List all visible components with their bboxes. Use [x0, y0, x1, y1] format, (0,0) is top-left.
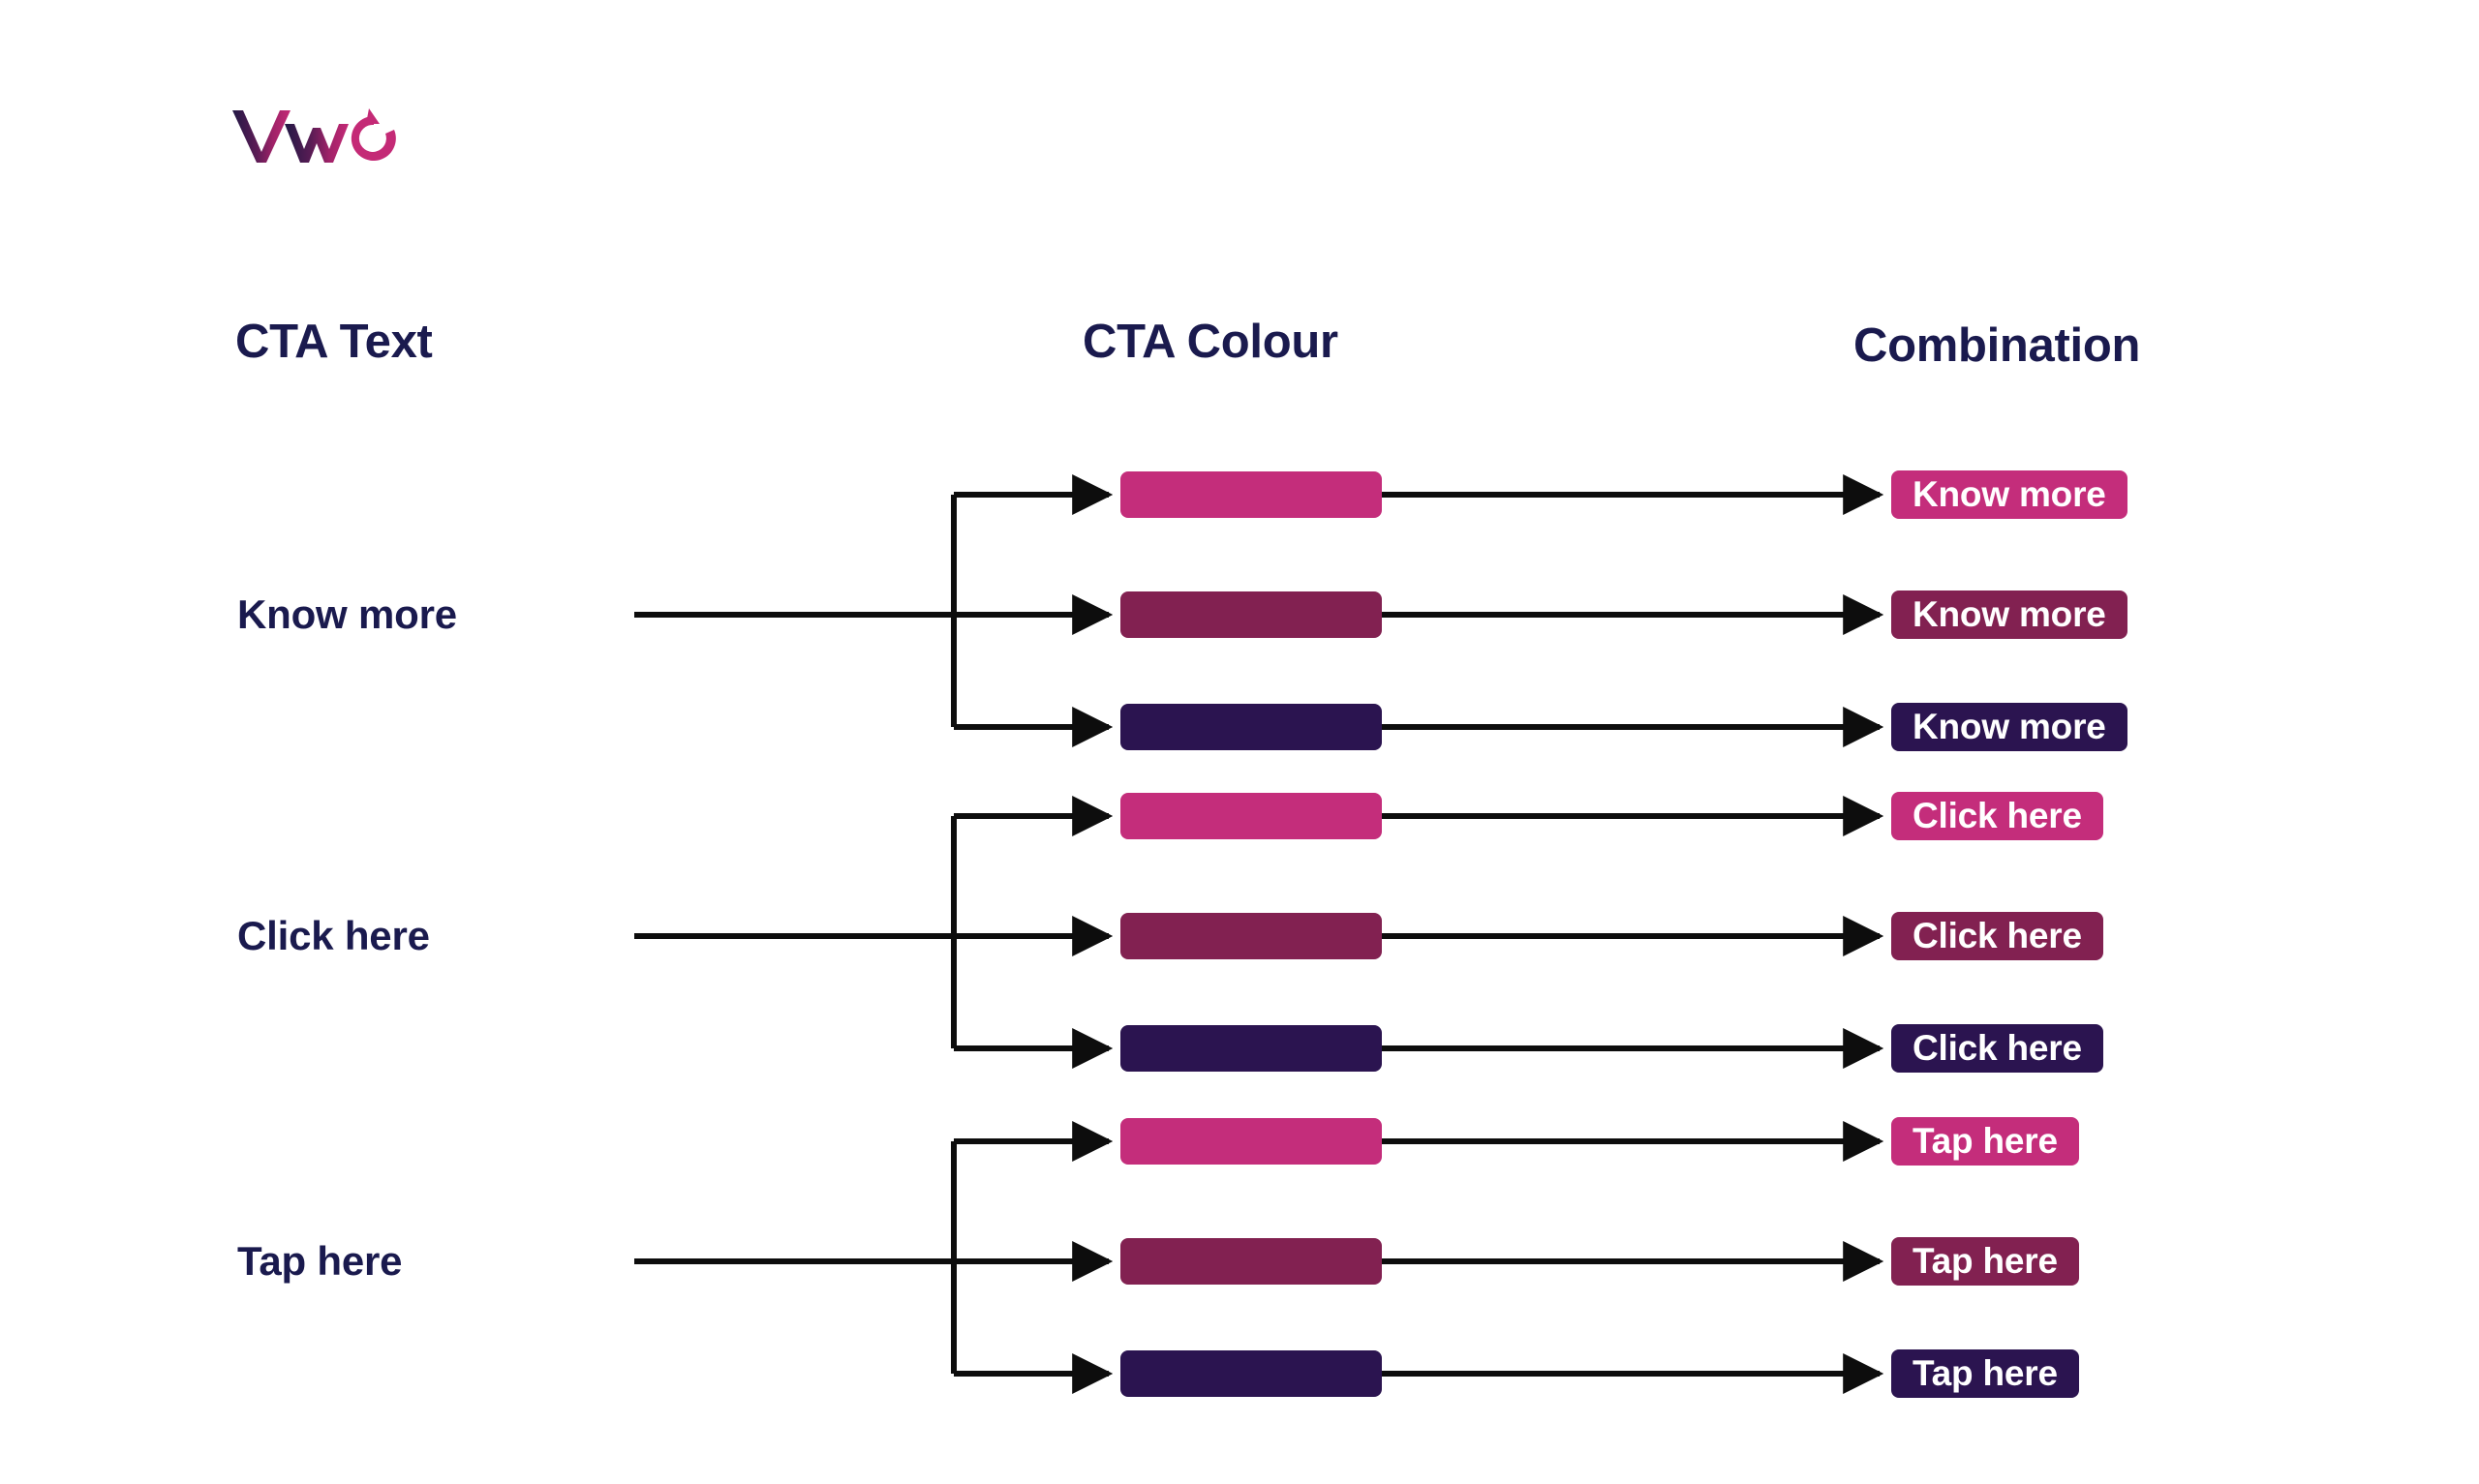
combination-button[interactable]: Tap here [1891, 1117, 2079, 1166]
cta-colour-swatch[interactable] [1120, 1025, 1382, 1072]
combination-button[interactable]: Click here [1891, 792, 2103, 840]
combination-button[interactable]: Know more [1891, 703, 2127, 751]
combination-button[interactable]: Know more [1891, 470, 2127, 519]
combination-button[interactable]: Click here [1891, 1024, 2103, 1073]
column-header-cta-text: CTA Text [235, 316, 433, 368]
combination-button[interactable]: Know more [1891, 591, 2127, 639]
column-header-combination: Combination [1853, 319, 2141, 372]
cta-text-label: Know more [237, 591, 457, 637]
column-header-cta-colour: CTA Colour [1083, 316, 1338, 368]
combination-button[interactable]: Tap here [1891, 1349, 2079, 1398]
cta-colour-swatch[interactable] [1120, 1118, 1382, 1165]
cta-colour-swatch[interactable] [1120, 1238, 1382, 1285]
combination-button[interactable]: Click here [1891, 912, 2103, 960]
cta-text-label: Click here [237, 913, 430, 958]
cta-colour-swatch[interactable] [1120, 913, 1382, 959]
cta-colour-swatch[interactable] [1120, 591, 1382, 638]
vwo-logo [230, 105, 401, 165]
cta-colour-swatch[interactable] [1120, 1350, 1382, 1397]
cta-colour-swatch[interactable] [1120, 471, 1382, 518]
cta-colour-swatch[interactable] [1120, 793, 1382, 839]
cta-colour-swatch[interactable] [1120, 704, 1382, 750]
cta-text-label: Tap here [237, 1238, 403, 1284]
combination-button[interactable]: Tap here [1891, 1237, 2079, 1286]
